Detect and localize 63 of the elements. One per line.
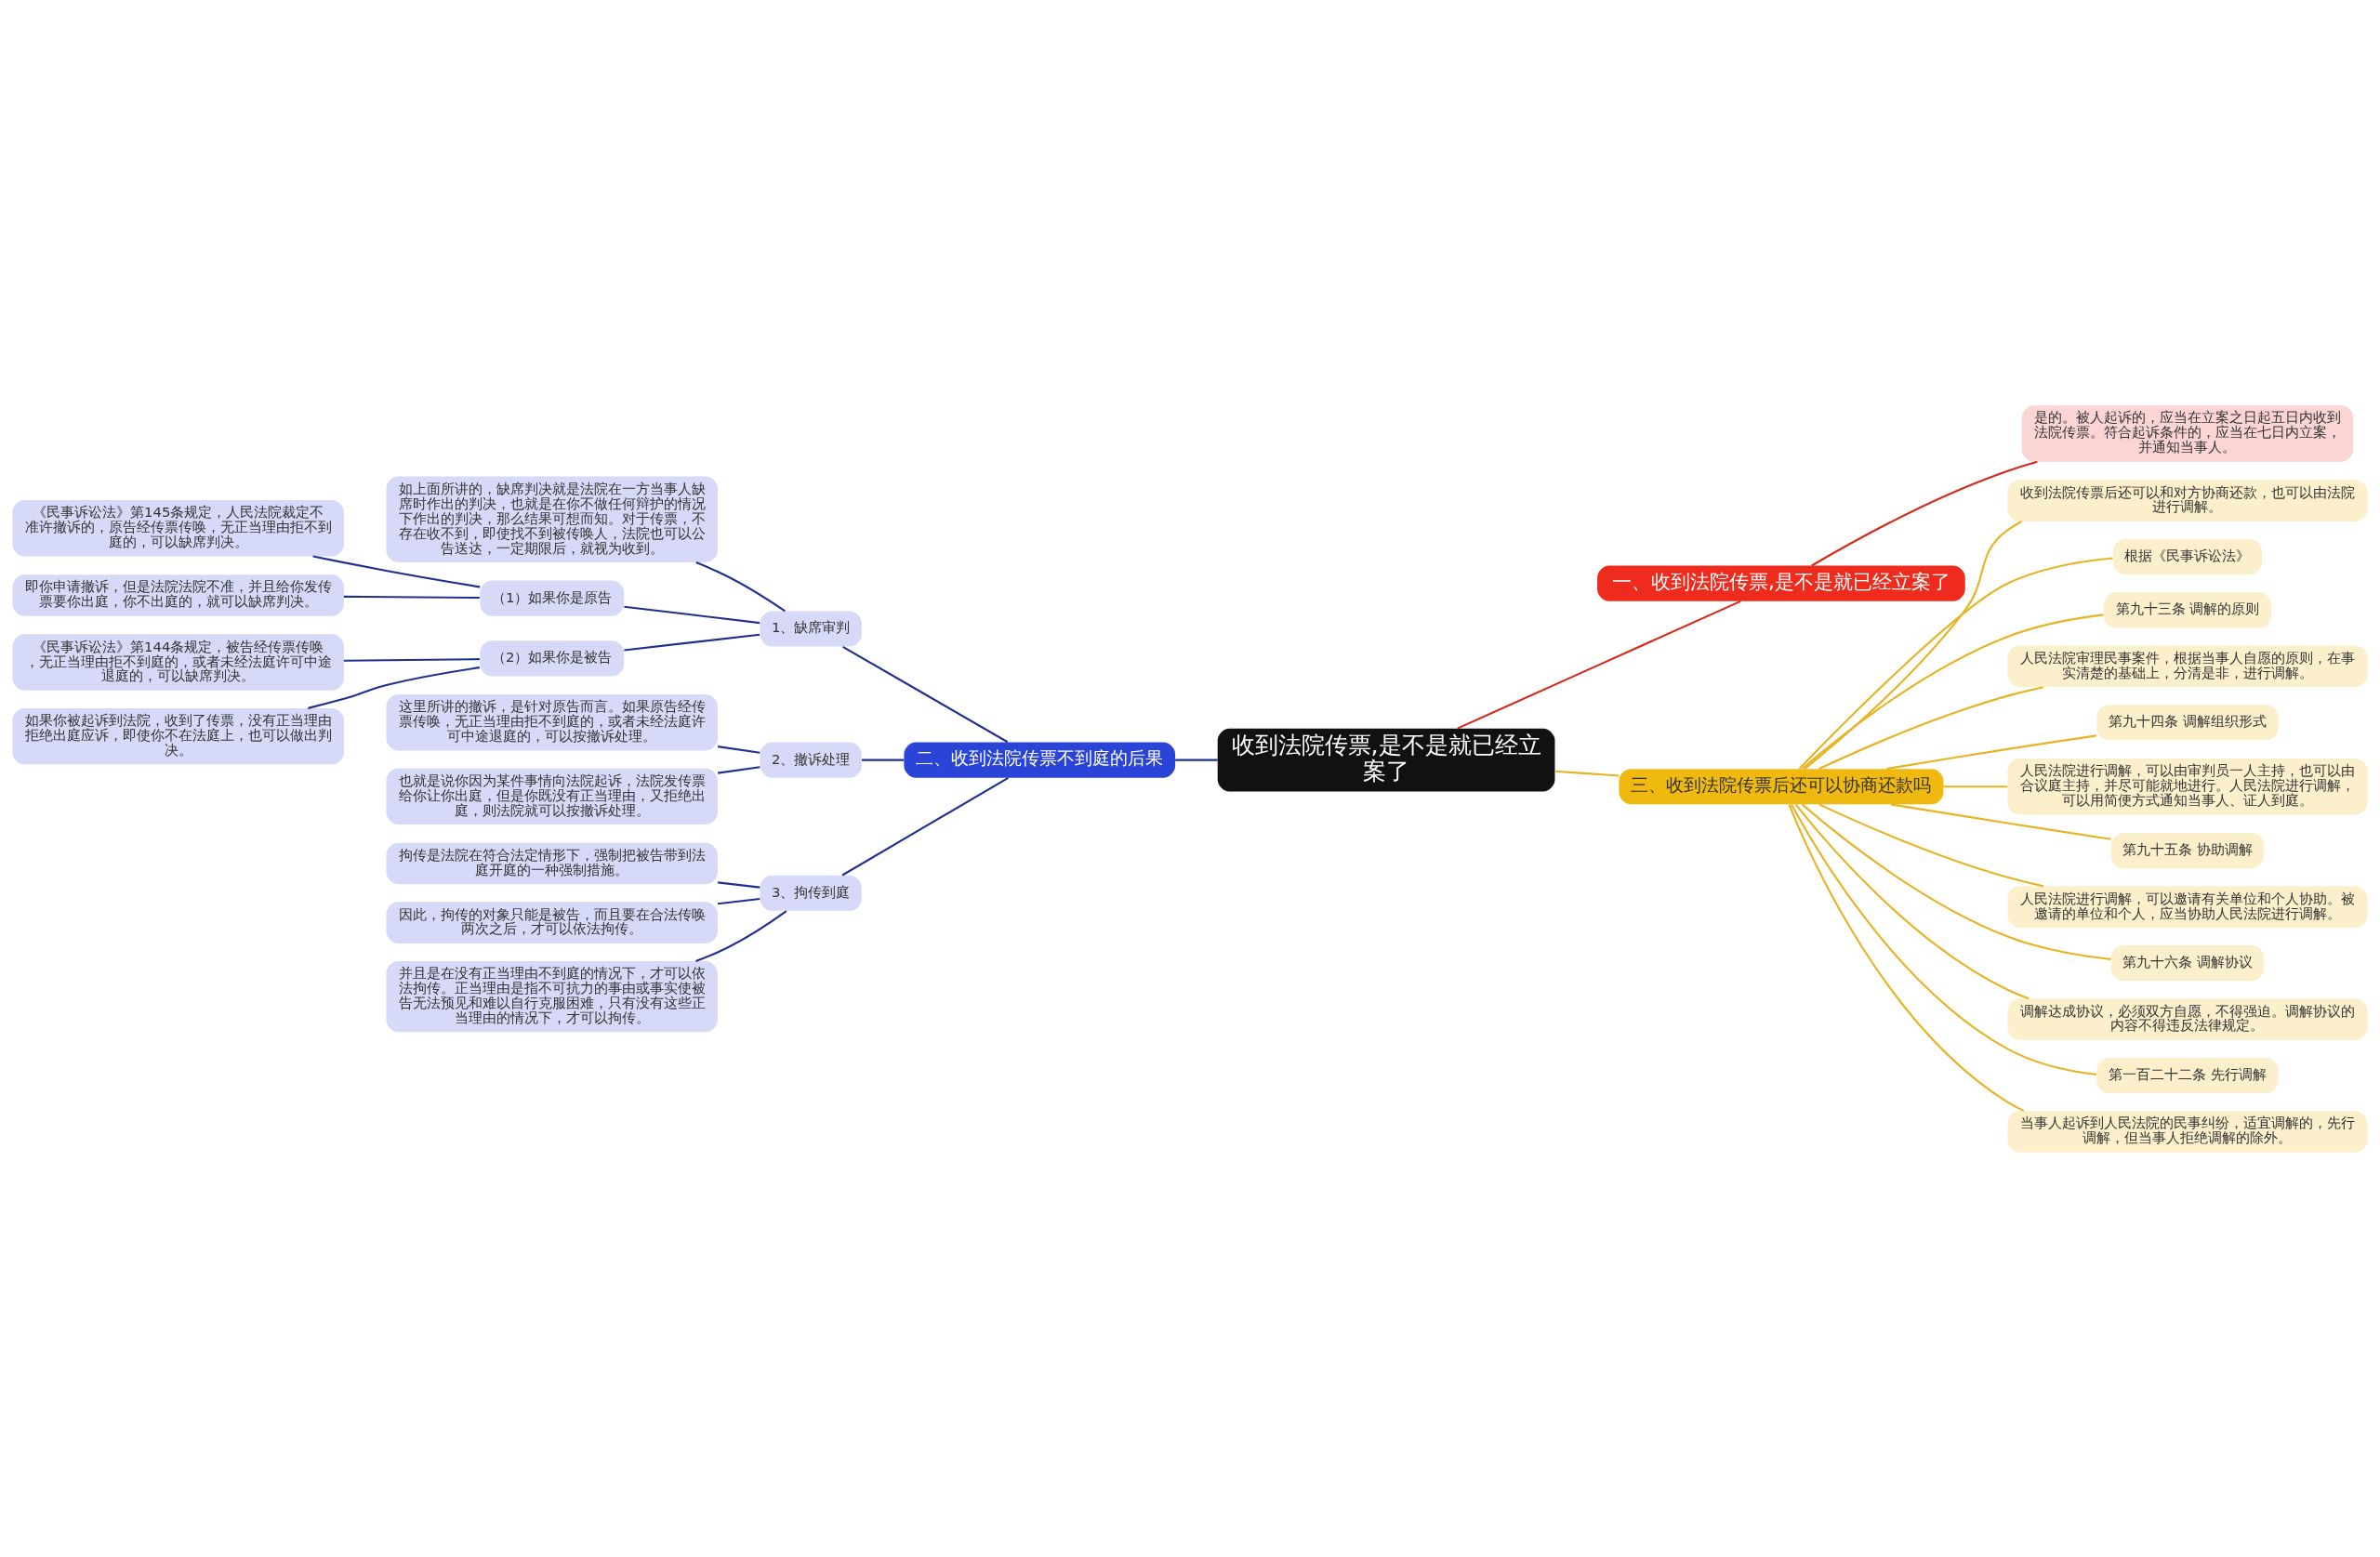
connector bbox=[1794, 803, 2030, 999]
node-box: 当事人起诉到人民法院的民事纠纷，适宜调解的，先行调解，但当事人拒绝调解的除外。 bbox=[2007, 1110, 2368, 1153]
node-box: （2）如果你是被告 bbox=[480, 640, 625, 676]
connector bbox=[1791, 803, 2097, 1075]
node-box: 第一百二十二条 先行调解 bbox=[2096, 1057, 2279, 1093]
connector bbox=[1804, 520, 2022, 770]
node-box: 收到法院传票,是不是就已经立案了 bbox=[1217, 728, 1555, 791]
connector bbox=[1457, 600, 1741, 730]
connector bbox=[695, 909, 787, 962]
node-box: 人民法院进行调解，可以由审判员一人主持，也可以由合议庭主持，并尽可能就地进行。人民法院进行调解，可以用简便方式通知当事人、证人到庭。 bbox=[2007, 758, 2368, 814]
connector bbox=[717, 745, 760, 754]
connector bbox=[343, 657, 480, 662]
connector bbox=[343, 595, 480, 599]
connector bbox=[695, 561, 786, 612]
connector bbox=[1798, 556, 2113, 770]
node-box: 1、缺席审判 bbox=[760, 610, 862, 647]
connector bbox=[1890, 802, 2111, 840]
node-box: 调解达成协议，必须双方自愿，不得强迫。调解协议的内容不得违反法律规定。 bbox=[2007, 997, 2368, 1040]
connector bbox=[1818, 685, 2043, 770]
node-box: 如果你被起诉到法院，收到了传票，没有正当理由拒绝出庭应诉，即使你不在法庭上，也可以做出判决。 bbox=[12, 707, 344, 764]
node-box: 第九十六条 调解协议 bbox=[2110, 944, 2265, 981]
node-box: 人民法院审理民事案件，根据当事人自愿的原则，在事实清楚的基础上，分清是非，进行调解。 bbox=[2007, 645, 2368, 687]
node-box: 《民事诉讼法》第144条规定，被告经传票传唤，无正当理由拒不到庭的，或者未经法庭许可中途退庭的，可以缺席判决。 bbox=[12, 633, 344, 691]
node-box: （1）如果你是原告 bbox=[480, 580, 625, 616]
connector bbox=[624, 633, 760, 652]
node-box: 因此，拘传的对象只能是被告，而且要在合法传唤两次之后，才可以依法拘传。 bbox=[386, 901, 718, 943]
node-box: 一、收到法院传票,是不是就已经立案了 bbox=[1597, 565, 1965, 601]
connector bbox=[842, 645, 1009, 743]
node-box: 第九十三条 调解的原则 bbox=[2103, 591, 2272, 627]
node-box: 第九十四条 调解组织形式 bbox=[2096, 704, 2279, 740]
connector bbox=[1801, 613, 2104, 770]
node-box: 也就是说你因为某件事情向法院起诉，法院发传票给你让你出庭，但是你既没有正当理由，又拒绝出庭，则法院就可以按撤诉处理。 bbox=[386, 768, 718, 825]
connector bbox=[1788, 803, 2025, 1112]
node-box: 即你申请撤诉，但是法院法院不准，并且给你发传票要你出庭，你不出庭的，就可以缺席判决。 bbox=[12, 574, 344, 616]
node-box: 收到法院传票后还可以和对方协商还款，也可以由法院进行调解。 bbox=[2007, 479, 2368, 521]
connector bbox=[862, 759, 905, 761]
connector bbox=[312, 555, 481, 587]
node-box: 第九十五条 协助调解 bbox=[2110, 832, 2265, 868]
node-box: 是的。被人起诉的，应当在立案之日起五日内收到法院传票。符合起诉条件的，应当在七日内立案，并通知当事人。 bbox=[2021, 404, 2354, 462]
connector bbox=[1554, 770, 1620, 777]
node-box: 并且是在没有正当理由不到庭的情况下，才可以依法拘传。正当理由是指不可抗力的事由或事实使被告无法预见和难以自行克服困难，只有没有这些正当理由的情况下，才可以拘传。 bbox=[386, 960, 718, 1032]
node-box: 根据《民事诉讼法》 bbox=[2112, 538, 2263, 574]
node-box: 3、拘传到庭 bbox=[760, 875, 862, 911]
connector bbox=[1801, 803, 2111, 960]
connector bbox=[1811, 460, 2038, 566]
node-box: 这里所讲的撤诉，是针对原告而言。如果原告经传票传唤，无正当理由拒不到庭的，或者未经法庭许可中途退庭的，可以按撤诉处理。 bbox=[386, 693, 718, 750]
connector bbox=[1943, 785, 2008, 787]
connector bbox=[718, 897, 760, 904]
connector bbox=[308, 666, 480, 709]
node-box: 《民事诉讼法》第145条规定，人民法院裁定不准许撤诉的，原告经传票传唤，无正当理由拒不到庭的，可以缺席判决。 bbox=[12, 499, 344, 557]
connector bbox=[624, 605, 760, 624]
node-box: 拘传是法院在符合法定情形下，强制把被告带到法庭开庭的一种强制措施。 bbox=[386, 842, 718, 884]
node-box: 三、收到法院传票后还可以协商还款吗 bbox=[1619, 768, 1944, 804]
connector bbox=[841, 776, 1009, 876]
connector bbox=[1175, 759, 1218, 761]
connector bbox=[717, 765, 760, 774]
connector bbox=[1818, 802, 2043, 887]
connector bbox=[1886, 733, 2097, 770]
node-box: 2、撤诉处理 bbox=[760, 742, 862, 778]
connector bbox=[718, 880, 760, 889]
node-box: 二、收到法院传票不到庭的后果 bbox=[904, 742, 1176, 778]
node-box: 人民法院进行调解，可以邀请有关单位和个人协助。被邀请的单位和个人，应当协助人民法院进行调解。 bbox=[2007, 885, 2368, 928]
node-box: 如上面所讲的，缺席判决就是法院在一方当事人缺席时作出的判决，也就是在你不做任何辩护的情况下作出的判决，那么结果可想而知。对于传票，不存在收不到，即使找不到被传唤人，法院也可以公告送达，一定期限后，就视为收到。 bbox=[386, 476, 718, 562]
